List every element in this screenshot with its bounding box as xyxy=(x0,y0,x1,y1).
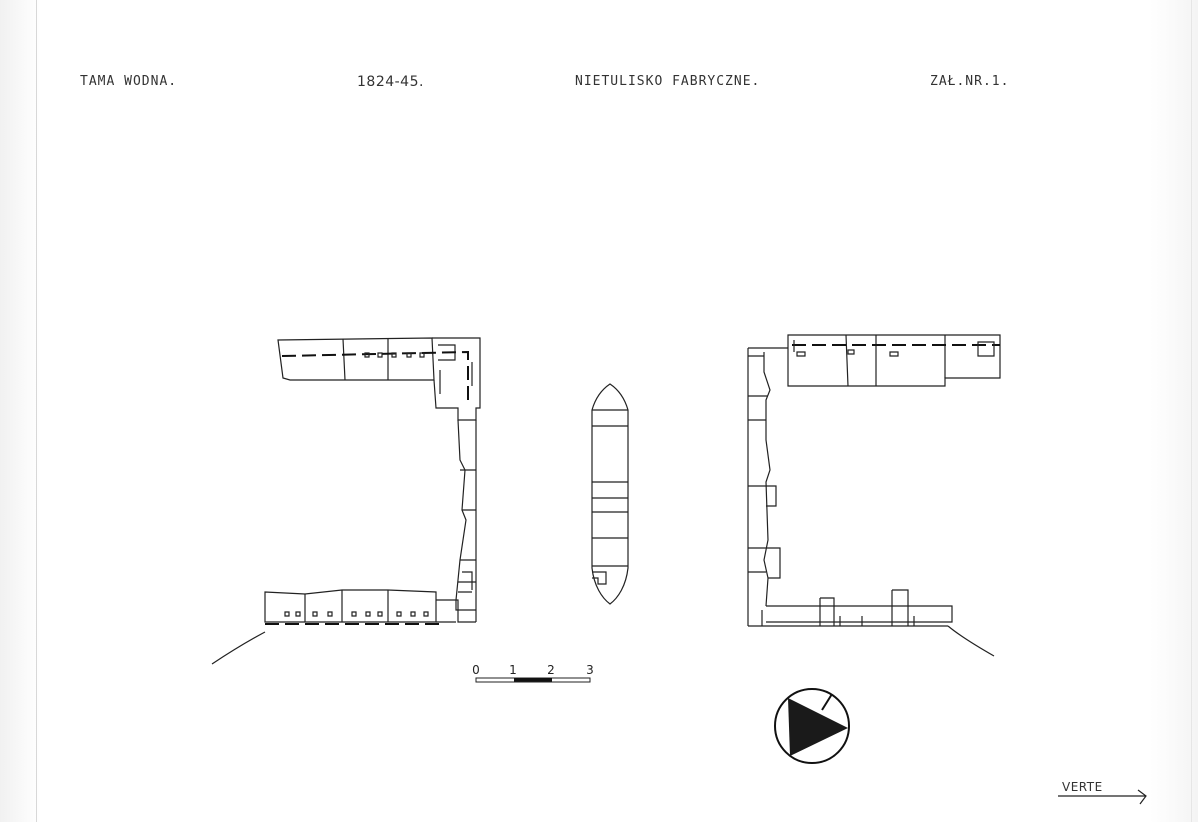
central-pier-plan xyxy=(591,383,629,605)
scale-label-2: 2 xyxy=(547,663,555,677)
scale-label-1: 1 xyxy=(509,663,517,677)
scale-label-0: 0 xyxy=(472,663,480,677)
sheet-right-edge xyxy=(1191,0,1192,822)
left-wing-plan xyxy=(211,337,481,665)
attachment-number: ZAŁ.NR.1. xyxy=(930,74,1010,89)
north-arrow-icon xyxy=(774,688,850,764)
drawing-date: 1824-45. xyxy=(357,74,424,90)
drawing-title: TAMA WODNA. xyxy=(80,74,178,89)
scale-label-3: 3 xyxy=(586,663,594,677)
verte-arrow-icon xyxy=(1058,789,1147,805)
verte-note: VERTE xyxy=(1062,780,1103,794)
right-wing-plan xyxy=(747,334,1001,657)
drawing-location: NIETULISKO FABRYCZNE. xyxy=(575,74,761,89)
scale-bar: 0 1 2 3 xyxy=(472,663,594,683)
sheet-left-edge xyxy=(36,0,37,822)
